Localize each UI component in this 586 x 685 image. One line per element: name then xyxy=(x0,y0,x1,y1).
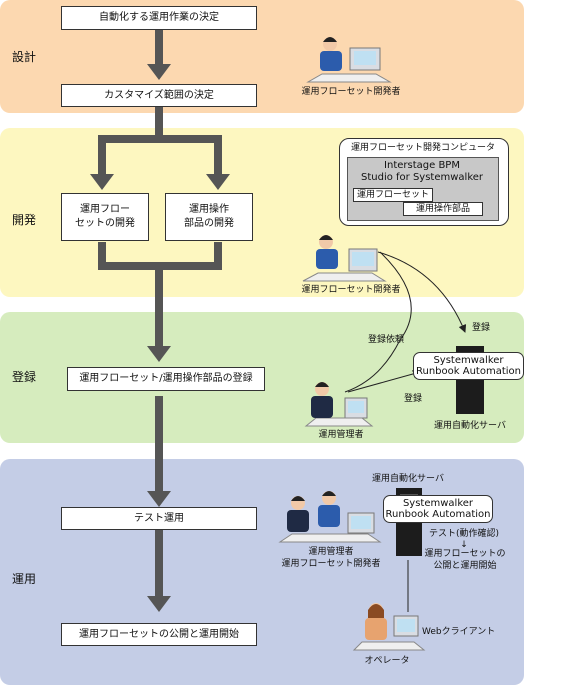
administrator-icon xyxy=(304,382,374,427)
test-check-label: テスト(動作確認) xyxy=(428,529,500,539)
band-label-design: 設計 xyxy=(12,50,37,64)
flow-arrow xyxy=(155,396,163,494)
runbook-automation-box: Systemwalker Runbook Automation xyxy=(383,495,493,523)
step-decide-scope: カスタマイズ範囲の決定 xyxy=(61,84,257,107)
step-decide-operations: 自動化する運用作業の決定 xyxy=(61,6,257,30)
step-develop-flowset: 運用フロー セットの開発 xyxy=(61,193,149,241)
flow-line xyxy=(98,135,222,143)
web-client-label: Webクライアント xyxy=(422,627,496,637)
band-label-develop: 開発 xyxy=(12,213,37,227)
flow-arrow xyxy=(155,530,163,598)
register-link-top xyxy=(377,251,467,333)
flow-arrowhead xyxy=(90,174,114,190)
step-develop-parts: 運用操作 部品の開発 xyxy=(165,193,253,241)
flow-arrowhead xyxy=(206,174,230,190)
flow-line xyxy=(155,107,163,139)
flow-arrowhead xyxy=(147,491,171,507)
developer-label: 運用フローセット開発者 xyxy=(301,87,401,97)
test-arrow: ↓ xyxy=(460,540,468,550)
flow-arrowhead xyxy=(147,346,171,362)
flow-arrowhead xyxy=(147,596,171,612)
flow-arrowhead xyxy=(147,64,171,80)
dev-computer-title: 運用フローセット開発コンピュータ xyxy=(350,143,495,153)
band-label-operate: 運用 xyxy=(12,572,37,586)
step-test-operation: テスト運用 xyxy=(61,507,257,530)
server-label: 運用自動化サーバ xyxy=(372,474,444,484)
parts-item: 運用操作部品 xyxy=(403,202,483,216)
developer-icon xyxy=(278,491,382,543)
flow-line xyxy=(214,135,222,177)
developer-icon xyxy=(306,37,392,83)
flow-line xyxy=(214,242,222,268)
server-label: 運用自動化サーバ xyxy=(434,421,506,431)
interstage-label: Interstage BPM Studio for Systemwalker xyxy=(360,160,484,183)
step-publish: 運用フローセットの公開と運用開始 xyxy=(61,623,257,646)
register-request-link xyxy=(344,251,412,393)
operator-label: オペレータ xyxy=(364,656,410,666)
band-label-register: 登録 xyxy=(12,370,37,384)
developer-icon xyxy=(302,235,387,282)
register-link-bottom xyxy=(347,370,421,393)
register-label-top: 登録 xyxy=(471,323,490,333)
flow-arrow xyxy=(155,29,163,67)
flow-line xyxy=(98,242,106,268)
flow-line xyxy=(98,135,106,177)
runbook-automation-box: Systemwalker Runbook Automation xyxy=(413,352,524,380)
developer-label: 運用フローセット開発者 xyxy=(301,285,401,295)
administrator-label: 運用管理者 xyxy=(318,430,364,440)
operator-icon xyxy=(352,603,426,651)
register-label-bottom: 登録 xyxy=(403,394,422,404)
register-request-label: 登録依頼 xyxy=(367,335,404,345)
publish-ops-label: 運用フローセットの 公開と運用開始 xyxy=(424,549,506,571)
admin-developer-label: 運用管理者 運用フローセット開発者 xyxy=(281,547,381,569)
step-register: 運用フローセット/運用操作部品の登録 xyxy=(67,367,265,391)
administrator-icon xyxy=(287,496,309,532)
flow-arrow xyxy=(155,262,163,348)
flowset-item: 運用フローセット xyxy=(353,188,433,202)
